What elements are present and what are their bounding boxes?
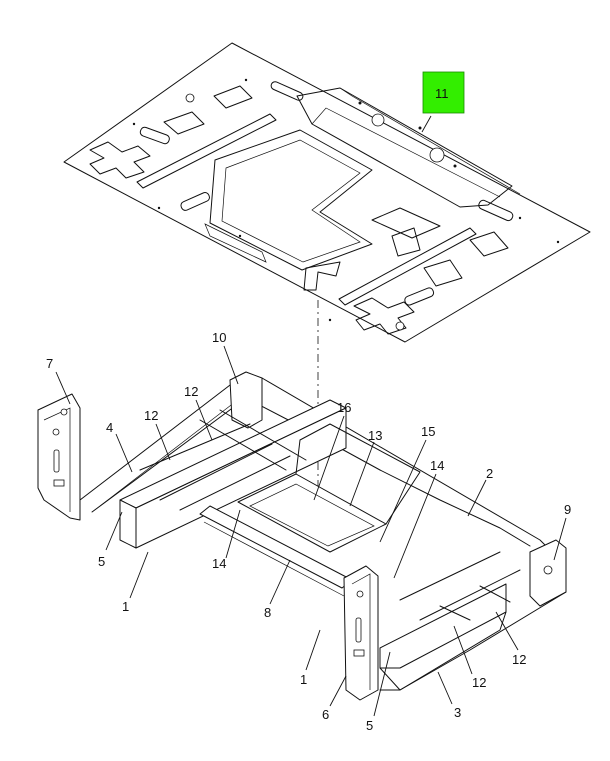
callout-12[interactable]: 12 [144, 408, 158, 423]
callout-4[interactable]: 4 [106, 420, 113, 435]
callout-15[interactable]: 15 [421, 424, 435, 439]
callout-3[interactable]: 3 [454, 705, 461, 720]
callout-11[interactable]: 11 [435, 86, 449, 101]
callout-12[interactable]: 12 [184, 384, 198, 399]
callout-5[interactable]: 5 [98, 554, 105, 569]
callout-13[interactable]: 13 [368, 428, 382, 443]
callout-9[interactable]: 9 [564, 502, 571, 517]
callout-14[interactable]: 14 [430, 458, 444, 473]
callout-1[interactable]: 1 [300, 672, 307, 687]
floor-panel [63, 42, 591, 343]
callout-12[interactable]: 12 [512, 652, 526, 667]
callout-16[interactable]: 16 [337, 400, 351, 415]
callout-8[interactable]: 8 [264, 605, 271, 620]
callout-5[interactable]: 5 [366, 718, 373, 733]
leader-lines [55, 115, 567, 717]
callout-11-highlight [422, 71, 465, 114]
callout-7[interactable]: 7 [46, 356, 53, 371]
callout-labels: 11 10 7 12 12 16 15 13 4 14 2 9 5 14 1 8… [46, 86, 571, 733]
callout-14[interactable]: 14 [212, 556, 226, 571]
callout-2[interactable]: 2 [486, 466, 493, 481]
callout-12[interactable]: 12 [472, 675, 486, 690]
frame-assembly [37, 371, 567, 701]
callout-1[interactable]: 1 [122, 599, 129, 614]
callout-6[interactable]: 6 [322, 707, 329, 722]
callout-10[interactable]: 10 [212, 330, 226, 345]
